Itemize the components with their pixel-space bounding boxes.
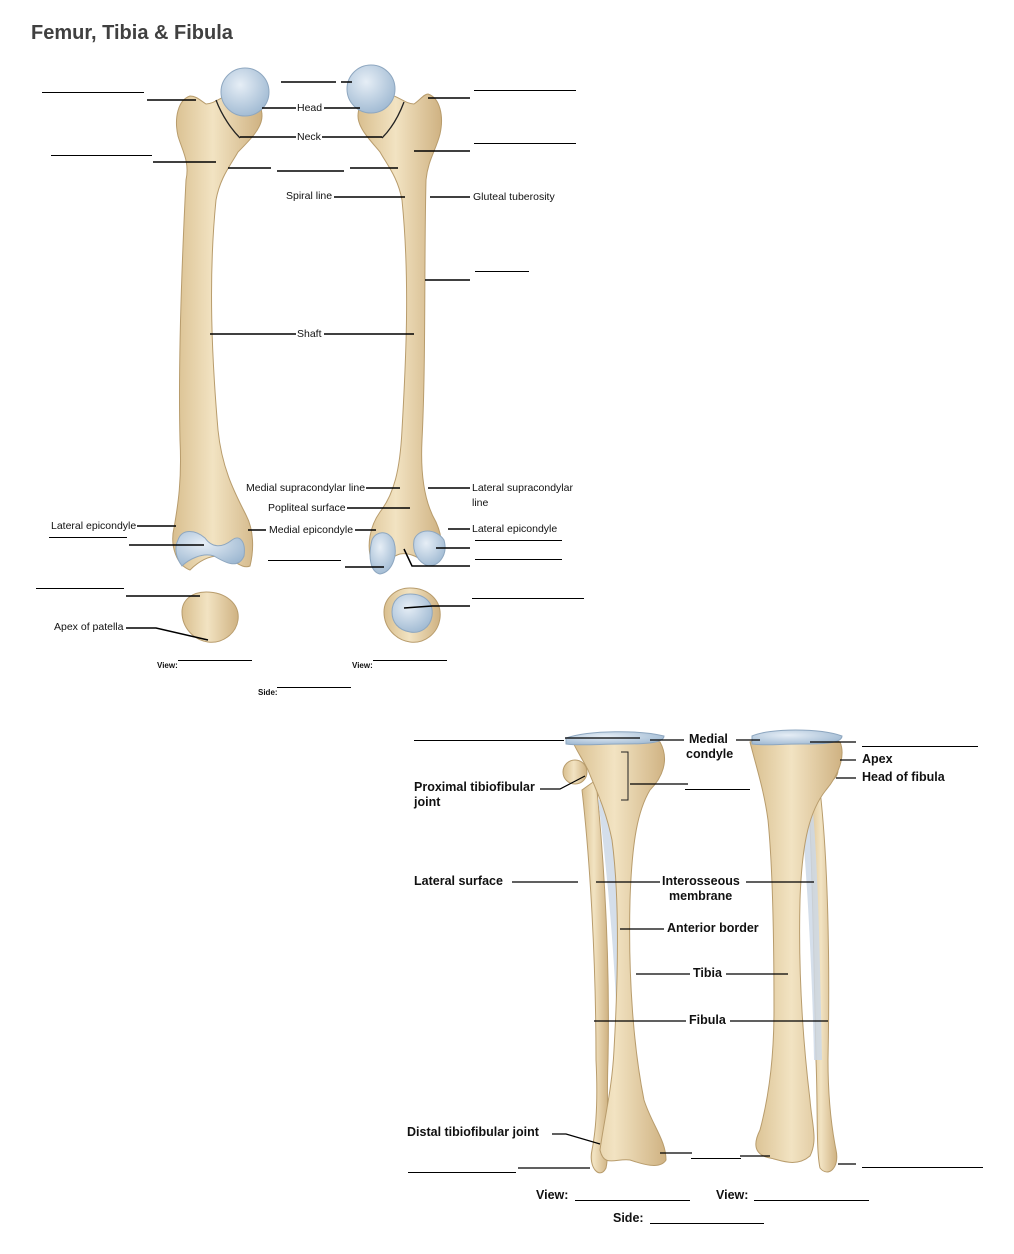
label-medial-epicondyle: Medial epicondyle — [269, 524, 354, 536]
label-medial-condyle-2: condyle — [686, 747, 734, 761]
label-interosseous-membrane: Interosseous — [662, 874, 740, 888]
femur-view-left-blank[interactable] — [178, 660, 252, 661]
label-apex: Apex — [862, 752, 893, 766]
leg-side-blank[interactable] — [650, 1223, 764, 1224]
label-lateral-epicondyle-posterior: Lateral epicondyle — [472, 523, 558, 535]
label-popliteal-surface: Popliteal surface — [268, 502, 346, 514]
patella-posterior — [383, 587, 441, 643]
answer-blank[interactable] — [862, 746, 978, 747]
answer-blank[interactable] — [474, 143, 576, 144]
femur-leader-lines — [126, 81, 470, 641]
label-interosseous-membrane-2: membrane — [669, 889, 733, 903]
label-fibula: Fibula — [689, 1013, 726, 1027]
label-medial-supracondylar-line: Medial supracondylar line — [246, 482, 366, 494]
answer-blank[interactable] — [862, 1167, 983, 1168]
answer-blank[interactable] — [51, 155, 152, 156]
answer-blank[interactable] — [691, 1158, 741, 1159]
femur-posterior — [346, 64, 446, 575]
label-proximal-tibiofibular-joint-2: joint — [414, 795, 441, 809]
label-distal-tibiofibular-joint: Distal tibiofibular joint — [407, 1125, 539, 1139]
label-anterior-border: Anterior border — [667, 921, 759, 935]
answer-blank[interactable] — [685, 789, 750, 790]
page-title: Femur, Tibia & Fibula — [31, 22, 233, 44]
answer-blank[interactable] — [472, 598, 584, 599]
label-lateral-epicondyle-anterior: Lateral epicondyle — [51, 520, 137, 532]
label-head-of-fibula: Head of fibula — [862, 770, 945, 784]
femur-side-label: Side: — [258, 688, 278, 697]
label-neck: Neck — [297, 131, 321, 143]
label-head: Head — [297, 102, 323, 114]
leg-side-label: Side: — [613, 1211, 644, 1225]
answer-blank[interactable] — [475, 271, 529, 272]
femur-view-right-label: View: — [352, 661, 373, 670]
answer-blank[interactable] — [475, 540, 562, 541]
label-spiral-line: Spiral line — [286, 190, 333, 202]
answer-blank[interactable] — [49, 537, 127, 538]
tibia-fibula-posterior — [749, 729, 843, 1173]
tibia-fibula-anterior — [562, 731, 667, 1174]
answer-blank[interactable] — [414, 740, 564, 741]
label-shaft: Shaft — [297, 328, 322, 340]
answer-blank[interactable] — [268, 560, 341, 561]
label-apex-of-patella: Apex of patella — [54, 621, 124, 633]
femur-view-right-blank[interactable] — [373, 660, 447, 661]
leg-view-right-label: View: — [716, 1188, 749, 1202]
label-lateral-supracondylar-line: Lateral supracondylar — [472, 482, 573, 494]
leg-leader-lines — [512, 737, 856, 1169]
patella-anterior — [181, 591, 239, 643]
femur-anterior — [172, 67, 270, 571]
femur-view-left-label: View: — [157, 661, 178, 670]
leg-view-left-blank[interactable] — [575, 1200, 690, 1201]
leg-view-right-blank[interactable] — [754, 1200, 869, 1201]
label-lateral-surface: Lateral surface — [414, 874, 503, 888]
answer-blank[interactable] — [474, 90, 576, 91]
label-lateral-supracondylar-line-2: line — [472, 497, 489, 509]
label-gluteal-tuberosity: Gluteal tuberosity — [473, 191, 555, 203]
femur-side-blank[interactable] — [277, 687, 351, 688]
leg-view-left-label: View: — [536, 1188, 569, 1202]
label-tibia: Tibia — [693, 966, 722, 980]
label-proximal-tibiofibular-joint: Proximal tibiofibular — [414, 780, 535, 794]
answer-blank[interactable] — [42, 92, 144, 93]
answer-blank[interactable] — [36, 588, 124, 589]
answer-blank[interactable] — [475, 559, 562, 560]
label-medial-condyle: Medial — [689, 732, 728, 746]
answer-blank[interactable] — [408, 1172, 516, 1173]
